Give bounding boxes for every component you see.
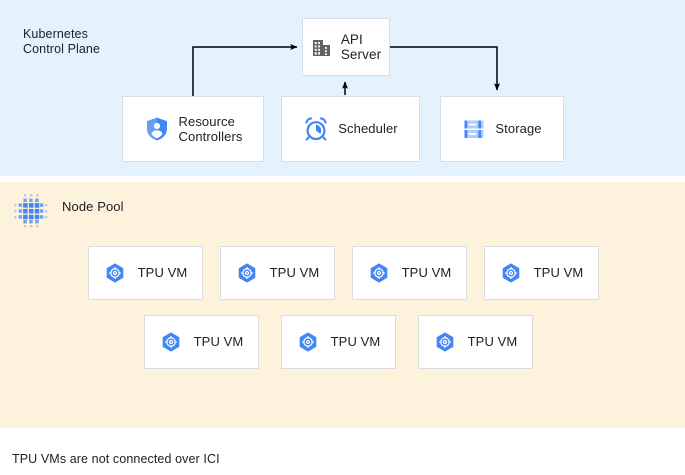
hexagon-gear-icon bbox=[104, 262, 126, 284]
tpu-vm-card[interactable]: TPU VM bbox=[281, 315, 396, 369]
hexagon-gear-icon bbox=[368, 262, 390, 284]
hexagon-gear-icon bbox=[236, 262, 258, 284]
tpu-vm-card[interactable]: TPU VM bbox=[484, 246, 599, 300]
hexagon-gear-icon bbox=[297, 331, 319, 353]
tpu-vm-card[interactable]: TPU VM bbox=[352, 246, 467, 300]
tpu-vm-label: TPU VM bbox=[330, 334, 381, 350]
node-storage[interactable]: Storage bbox=[440, 96, 564, 162]
building-icon bbox=[311, 37, 332, 58]
tpu-vm-label: TPU VM bbox=[467, 334, 518, 350]
tpu-vm-label: TPU VM bbox=[401, 265, 452, 281]
node-scheduler[interactable]: Scheduler bbox=[281, 96, 420, 162]
tpu-vm-label: TPU VM bbox=[137, 265, 188, 281]
node-resource-controllers-label: Resource Controllers bbox=[178, 113, 243, 145]
hexagon-gear-icon bbox=[160, 331, 182, 353]
alarm-clock-icon bbox=[303, 116, 329, 142]
node-api-server[interactable]: API Server bbox=[302, 18, 390, 76]
node-storage-label: Storage bbox=[495, 121, 542, 137]
node-api-server-label: API Server bbox=[340, 31, 382, 63]
node-pool-title: Node Pool bbox=[62, 199, 124, 214]
node-scheduler-label: Scheduler bbox=[338, 121, 398, 137]
hexagon-gear-icon bbox=[434, 331, 456, 353]
diagram-caption: TPU VMs are not connected over ICI bbox=[12, 452, 220, 466]
tpu-vm-card[interactable]: TPU VM bbox=[418, 315, 533, 369]
control-plane-title: Kubernetes Control Plane bbox=[23, 27, 101, 56]
hexagon-gear-icon bbox=[500, 262, 522, 284]
server-rack-icon bbox=[462, 117, 486, 141]
node-pool-region bbox=[0, 182, 685, 428]
tpu-vm-card[interactable]: TPU VM bbox=[220, 246, 335, 300]
tpu-vm-card[interactable]: TPU VM bbox=[88, 246, 203, 300]
tpu-vm-label: TPU VM bbox=[193, 334, 244, 350]
tpu-vm-label: TPU VM bbox=[533, 265, 584, 281]
tpu-vm-label: TPU VM bbox=[269, 265, 320, 281]
dot-grid-icon bbox=[12, 192, 50, 230]
node-resource-controllers[interactable]: Resource Controllers bbox=[122, 96, 264, 162]
shield-person-icon bbox=[144, 116, 170, 142]
tpu-vm-card[interactable]: TPU VM bbox=[144, 315, 259, 369]
